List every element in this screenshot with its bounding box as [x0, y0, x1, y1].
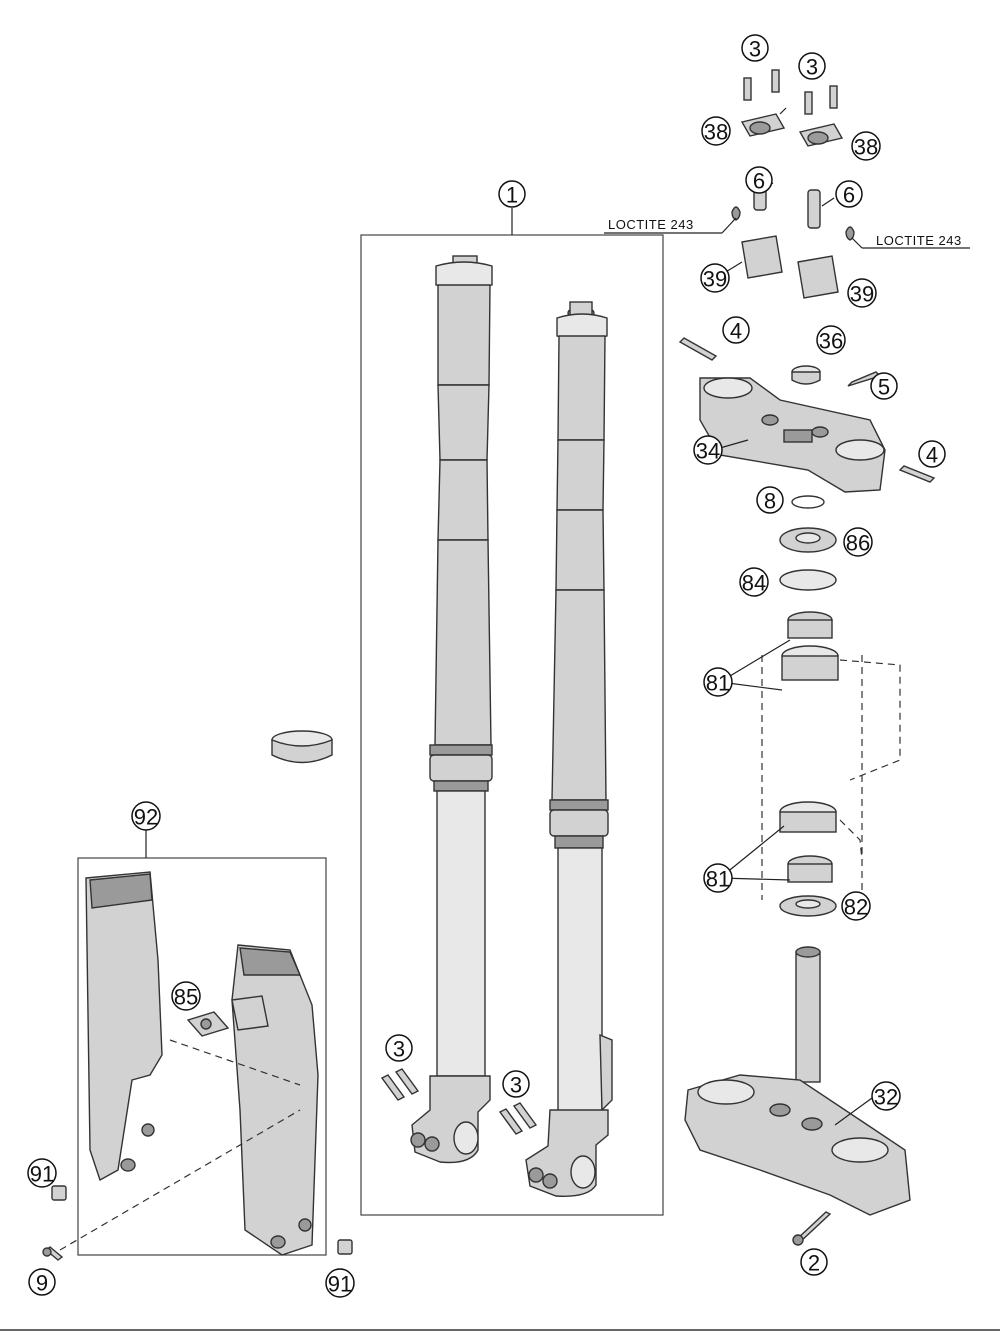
- o-ring-8: [791, 495, 825, 509]
- callout-32: 32: [871, 1081, 901, 1111]
- callout-91-left: 91: [27, 1158, 57, 1188]
- callout-4-right: 4: [918, 440, 946, 468]
- callout-3-fork-right: 3: [502, 1070, 530, 1098]
- callout-3-top-left: 3: [741, 34, 769, 62]
- svg-text:6: 6: [843, 183, 855, 208]
- svg-text:86: 86: [846, 531, 870, 556]
- callout-1: 1: [498, 180, 526, 208]
- loctite-label-right: LOCTITE 243: [876, 233, 962, 248]
- svg-text:82: 82: [844, 895, 868, 920]
- svg-text:38: 38: [854, 135, 878, 160]
- handlebar-risers-39: [741, 235, 839, 299]
- handlebar-clamp-upper: [740, 113, 844, 147]
- svg-text:8: 8: [764, 489, 776, 514]
- callout-34: 34: [693, 435, 723, 465]
- svg-text:5: 5: [878, 375, 890, 400]
- callout-3-top-right: 3: [798, 52, 826, 80]
- callout-6-right: 6: [835, 180, 863, 208]
- callout-2: 2: [800, 1248, 828, 1276]
- guard-clamp-85: [186, 1011, 230, 1037]
- loctite-drops: [731, 206, 855, 241]
- callout-85: 85: [171, 981, 201, 1011]
- guard-bolt-9: [42, 1246, 64, 1261]
- guard-bolt-91-right: [337, 1239, 353, 1255]
- fork-clamp-bolts: [380, 1068, 538, 1135]
- svg-text:2: 2: [808, 1251, 820, 1276]
- callout-92: 92: [131, 801, 161, 831]
- steering-nut-36: [791, 365, 821, 385]
- fork-guard-right: [231, 944, 319, 1256]
- lower-clamp-bolt-2: [792, 1211, 832, 1246]
- svg-text:36: 36: [819, 329, 843, 354]
- svg-text:39: 39: [703, 267, 727, 292]
- callout-4-left: 4: [722, 316, 750, 344]
- svg-text:9: 9: [36, 1271, 48, 1296]
- callout-39-right: 39: [847, 278, 877, 308]
- svg-text:85: 85: [174, 985, 198, 1010]
- handlebar-bolts: [743, 69, 838, 115]
- svg-text:3: 3: [806, 55, 818, 80]
- loose-ring-part: [271, 730, 333, 764]
- fork-assembly-box: [360, 234, 664, 1216]
- svg-text:39: 39: [850, 282, 874, 307]
- callout-81-lower: 81: [703, 863, 733, 893]
- svg-text:81: 81: [706, 867, 730, 892]
- bearing-81-upper: [781, 611, 839, 681]
- seal-82: [779, 895, 837, 917]
- loctite-label-left: LOCTITE 243: [608, 217, 694, 232]
- svg-text:1: 1: [506, 183, 518, 208]
- svg-text:3: 3: [749, 37, 761, 62]
- callout-9: 9: [28, 1268, 56, 1296]
- svg-text:38: 38: [704, 120, 728, 145]
- upper-clamp-bolts: [678, 337, 936, 483]
- callout-6-left: 6: [745, 166, 773, 194]
- callout-38-left: 38: [701, 116, 731, 146]
- svg-text:84: 84: [742, 571, 766, 596]
- svg-text:4: 4: [730, 319, 742, 344]
- upper-triple-clamp: [699, 377, 886, 493]
- svg-text:32: 32: [874, 1085, 898, 1110]
- svg-text:91: 91: [328, 1272, 352, 1297]
- svg-text:91: 91: [30, 1162, 54, 1187]
- left-fork-leg: [410, 255, 493, 1164]
- callout-3-fork-left: 3: [385, 1034, 413, 1062]
- callout-8: 8: [756, 486, 784, 514]
- seal-86: [779, 527, 837, 553]
- callout-91-right: 91: [325, 1268, 355, 1298]
- callout-81-upper: 81: [703, 667, 733, 697]
- callout-82: 82: [841, 891, 871, 921]
- callout-86: 86: [843, 527, 873, 557]
- fork-guard-left: [85, 871, 163, 1182]
- callout-5: 5: [870, 372, 898, 400]
- steering-head-frame: [761, 655, 901, 900]
- callout-84: 84: [739, 567, 769, 597]
- guard-bolt-91-left: [51, 1185, 67, 1201]
- lower-triple-clamp: [684, 946, 911, 1216]
- svg-text:3: 3: [393, 1037, 405, 1062]
- svg-text:3: 3: [510, 1073, 522, 1098]
- bearing-81-lower: [779, 801, 837, 883]
- fork-guard-assembly-box: [77, 857, 327, 1256]
- svg-text:6: 6: [753, 169, 765, 194]
- svg-text:34: 34: [696, 439, 720, 464]
- right-fork-leg: [525, 301, 613, 1197]
- svg-text:92: 92: [134, 805, 158, 830]
- svg-text:81: 81: [706, 671, 730, 696]
- svg-text:4: 4: [926, 443, 938, 468]
- callout-38-right: 38: [851, 131, 881, 161]
- callout-36: 36: [816, 325, 846, 355]
- callout-39-left: 39: [700, 263, 730, 293]
- ring-84: [779, 569, 837, 591]
